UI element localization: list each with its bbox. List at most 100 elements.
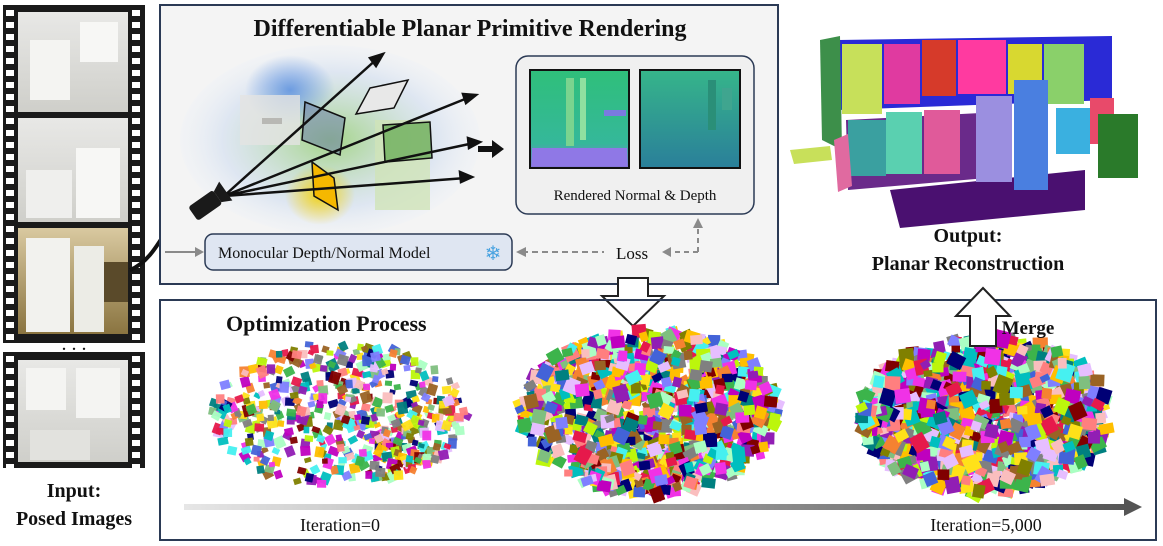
planar-primitive <box>316 434 326 444</box>
planar-primitive <box>304 435 314 443</box>
planar-primitive <box>393 383 402 391</box>
final-iteration-primitives <box>854 327 1115 504</box>
planar-primitive <box>441 385 452 395</box>
planar-primitive <box>317 385 329 396</box>
planar-primitive <box>311 425 321 434</box>
planar-primitive <box>763 395 778 408</box>
planar-primitive <box>1025 446 1042 463</box>
planar-primitive <box>583 420 598 436</box>
planar-primitive <box>316 401 324 409</box>
planar-primitive <box>615 484 627 496</box>
planar-primitive <box>255 364 270 379</box>
planar-primitive <box>750 444 761 455</box>
planar-primitive <box>894 387 912 404</box>
planar-primitive <box>699 359 713 373</box>
planar-primitive <box>260 446 269 454</box>
planar-primitive <box>314 446 325 459</box>
primitive-gray <box>354 78 410 115</box>
planar-primitive <box>884 375 901 392</box>
planar-primitive <box>335 434 343 442</box>
planar-primitive <box>862 434 874 446</box>
planar-primitive <box>263 382 271 389</box>
planar-primitive <box>223 418 233 428</box>
planar-primitive <box>1060 415 1072 426</box>
merge-label: Merge <box>1002 318 1055 339</box>
planar-primitive <box>244 437 254 447</box>
planar-primitive <box>1052 397 1071 416</box>
planar-primitive <box>268 399 282 413</box>
planar-primitive <box>309 464 321 476</box>
planar-primitive <box>1006 417 1024 434</box>
planar-primitive <box>702 432 718 448</box>
planar-primitive <box>344 451 356 462</box>
planar-primitive <box>665 456 678 468</box>
planar-primitive <box>254 423 265 432</box>
planar-primitive <box>1077 362 1093 378</box>
planar-primitive <box>1057 357 1067 369</box>
planar-primitive <box>1066 423 1083 441</box>
planar-primitive <box>988 398 1003 414</box>
planar-primitive <box>1088 436 1108 453</box>
planar-primitive <box>743 404 756 416</box>
planar-primitive <box>345 361 354 369</box>
planar-primitive <box>219 379 231 391</box>
planar-primitive <box>919 461 931 473</box>
planar-primitive <box>356 352 364 360</box>
planar-primitive <box>293 477 302 486</box>
planar-primitive <box>689 368 703 382</box>
planar-primitive <box>904 367 918 381</box>
planar-primitive <box>944 476 962 495</box>
planar-primitive <box>611 366 622 378</box>
planar-primitive <box>634 477 645 488</box>
planar-primitive <box>272 435 287 450</box>
planar-primitive <box>403 364 411 372</box>
rendered-depth-map <box>639 69 741 169</box>
planar-primitive <box>981 380 991 390</box>
planar-primitive <box>893 428 910 443</box>
planar-primitive <box>223 428 233 438</box>
planar-primitive <box>342 447 354 459</box>
planar-primitive <box>646 441 664 458</box>
planar-primitive <box>1025 412 1043 426</box>
planar-primitive <box>658 434 670 445</box>
planar-primitive <box>370 351 382 363</box>
planar-primitive <box>414 367 422 374</box>
input-label-line1: Input: <box>47 480 101 502</box>
planar-primitive <box>654 474 669 487</box>
iteration-end-label: Iteration=5,000 <box>930 515 1042 535</box>
planar-primitive <box>1050 345 1064 358</box>
planar-primitive <box>256 413 265 422</box>
planar-primitive <box>358 448 367 457</box>
planar-primitive <box>993 329 1012 349</box>
planar-primitive <box>322 424 334 436</box>
planar-primitive <box>597 433 615 448</box>
planar-primitive <box>418 381 426 389</box>
planar-primitive <box>737 390 750 403</box>
planar-primitive <box>690 334 703 345</box>
output-label-line1: Output: <box>934 225 1003 247</box>
planar-primitive <box>637 414 648 426</box>
planar-primitive <box>389 363 397 371</box>
planar-primitive <box>1095 412 1107 424</box>
planar-primitive <box>396 401 409 415</box>
planar-primitive <box>1090 374 1105 387</box>
planar-primitive <box>523 393 540 410</box>
planar-primitive <box>284 397 295 406</box>
planar-primitive <box>673 338 686 351</box>
planar-primitive <box>1006 441 1023 456</box>
planar-primitive <box>932 362 944 373</box>
planar-primitive <box>245 403 258 416</box>
planar-primitive <box>574 383 590 398</box>
planar-primitive <box>283 427 294 437</box>
camera-rays <box>223 51 484 198</box>
planar-primitive <box>449 387 460 398</box>
planar-primitive <box>657 402 675 420</box>
planar-primitive <box>334 403 347 417</box>
planar-primitive <box>354 413 362 421</box>
planar-primitive <box>886 461 902 477</box>
planar-primitive <box>958 444 975 458</box>
planar-primitive <box>259 454 271 466</box>
planar-primitive <box>683 475 698 490</box>
planar-primitive <box>420 392 431 403</box>
planar-primitive <box>318 393 328 404</box>
